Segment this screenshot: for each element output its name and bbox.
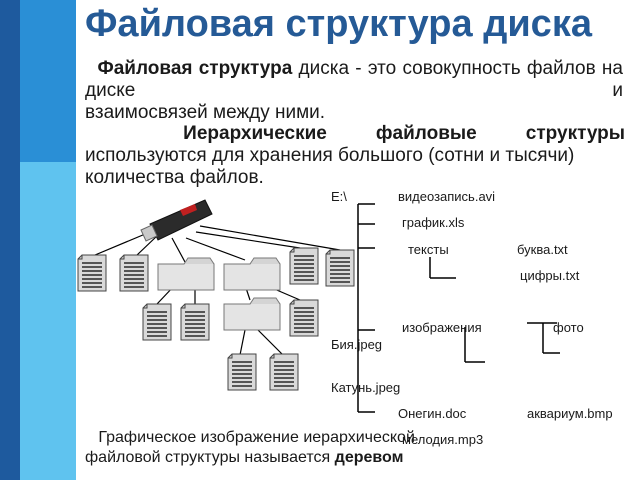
definition-text: диска - это [292,58,397,79]
tree-item: буква.txt [517,242,568,257]
file-icon [180,303,210,341]
folder-icon [223,297,281,331]
hierarchical-heading-line: Иерархические файловые структуры [85,123,625,145]
tree-item: аквариум.bmp [527,406,613,421]
tree-item: цифры.txt [520,268,580,283]
tree-item: фото [553,320,584,335]
decorative-bar-dark [0,0,20,480]
term-bold: Иерархические файловые структуры [183,123,626,144]
page-title: Файловая структура диска [85,3,592,45]
file-icon [142,303,172,341]
tree-item: видеозапись.avi [398,189,496,204]
decorative-bar-light [20,162,76,480]
folder-icon [157,257,215,291]
paragraph-definition: Файловая структура диска - это совокупно… [85,58,623,124]
file-icon [269,353,299,391]
file-icon [289,247,319,285]
definition-text-line2: совокупность файлов на диске и [85,58,623,101]
tree-root: E:\ [331,189,347,204]
tree-item: график.xls [402,215,465,230]
caption-text: Графическое изображение иерархической фа… [85,429,415,466]
file-icon [289,299,319,337]
caption: Графическое изображение иерархической фа… [85,428,445,468]
caption-term: деревом [334,449,404,466]
definition-text-line3: взаимосвязей между ними. [85,102,326,123]
usb-drive-icon [140,199,213,242]
file-icon [119,254,149,292]
hierarchical-text: используются для хранения большого (сотн… [85,145,575,188]
folder-icon [223,257,281,291]
tree-item: Бия.jpeg [331,337,383,352]
tree-item: изображения [402,320,482,335]
tree-item: тексты [408,242,449,257]
file-icon [325,249,355,287]
term-bold: Файловая структура [97,58,293,79]
tree-item: Онегин.doc [398,406,467,421]
tree-item: Катунь.jpeg [331,380,401,395]
file-icon [227,353,257,391]
file-icon [77,254,107,292]
decorative-bar-mid [20,0,76,162]
tree-item: мелодия.mp3 [402,432,484,447]
